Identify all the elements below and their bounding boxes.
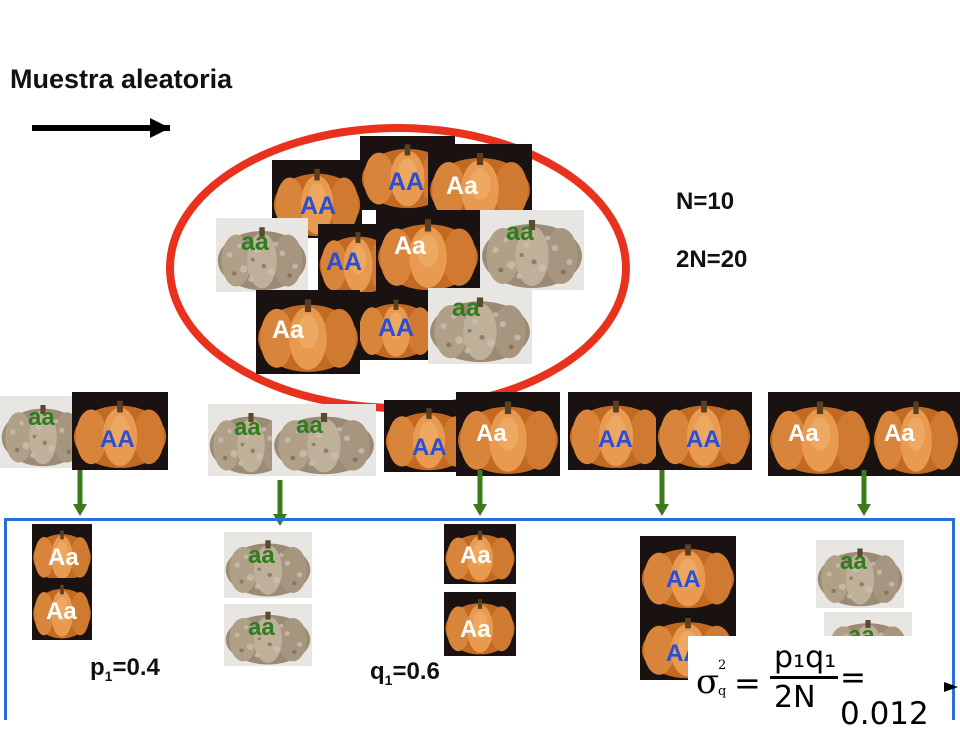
offspring-pumpkin-Aa [444,592,516,656]
arrow-tip-icon [944,682,958,692]
formula-result: = 0.012 [840,660,929,732]
parent-pumpkin-Aa [456,392,560,476]
population-pumpkin-aa [480,210,584,290]
offspring-pumpkin-aa [224,604,312,666]
down-arrow-icon [857,470,871,516]
population-pumpkin-Aa [376,210,480,292]
offspring-pumpkin-aa [816,540,904,608]
fraction-bar [770,676,838,679]
genotype-label: aa [234,414,261,441]
genotype-label: Aa [460,542,491,569]
population-pumpkin-Aa [256,290,360,374]
q-subscript: 1 [384,671,393,688]
genotype-label: Aa [48,544,79,571]
p-value: =0.4 [112,654,160,681]
p-frequency: p1=0.4 [90,654,160,684]
p-subscript: 1 [104,667,113,684]
formula-numerator: p₁q₁ [774,640,837,675]
offspring-pumpkin-Aa [32,578,92,640]
q-symbol: q [370,658,385,685]
population-pumpkin-AA [356,292,436,360]
genotype-label: aa [248,542,275,569]
sample-arrow-icon [32,118,170,138]
down-arrow-icon [473,470,487,516]
down-arrow-icon [655,470,669,516]
parent-pumpkin-aa [0,396,86,468]
parent-pumpkin-AA [656,392,752,470]
gene-copies-label: 2N=20 [676,246,748,273]
offspring-box [4,518,955,720]
genotype-label: Aa [788,420,819,447]
genotype-label: AA [666,566,701,593]
genotype-label: AA [686,426,721,453]
sigma-subscript: q [718,684,727,699]
genotype-label: AA [412,434,447,461]
down-arrow-icon [73,470,87,516]
offspring-pumpkin-Aa [32,524,92,582]
parent-pumpkin-AA [568,392,664,470]
sigma-superscript: 2 [718,658,727,673]
genotype-label: Aa [460,616,491,643]
offspring-pumpkin-aa [224,532,312,598]
offspring-pumpkin-Aa [444,524,516,584]
parent-pumpkin-Aa [768,392,872,476]
genotype-label: AA [598,426,633,453]
variance-formula: σ 2 q = p₁q₁ 2N = 0.012 [688,636,943,732]
genotype-label: aa [28,404,55,431]
genotype-label: Aa [46,598,77,625]
genotype-label: Aa [394,232,426,260]
population-size-label: N=10 [676,188,735,215]
genotype-label: Aa [446,172,478,200]
population-pumpkin-aa [428,288,532,364]
genotype-label: aa [296,412,323,439]
equals-sign: = [734,664,761,702]
q-frequency: q1=0.6 [370,658,440,688]
genotype-label: aa [241,228,269,256]
population-pumpkin-AA [272,160,362,238]
genotype-label: aa [452,294,480,322]
genotype-label: aa [506,218,534,246]
parent-pumpkin-aa [272,404,376,476]
q-value: =0.6 [392,658,440,685]
genotype-label: aa [248,614,275,641]
population-pumpkin-aa [216,218,308,292]
formula-denominator: 2N [774,680,816,715]
genotype-label: AA [300,192,337,220]
genotype-label: Aa [272,316,304,344]
genotype-label: Aa [476,420,507,447]
parent-pumpkin-AA [72,392,168,470]
sigma-symbol: σ [696,662,720,702]
genotype-label: AA [378,314,415,342]
page-title: Muestra aleatoria [10,64,233,94]
genotype-label: AA [388,168,425,196]
genotype-label: Aa [884,420,915,447]
parent-pumpkin-Aa [872,392,960,476]
genotype-label: aa [840,548,867,575]
genotype-label: AA [326,248,363,276]
genotype-label: AA [100,426,135,453]
offspring-pumpkin-AA [640,536,736,610]
p-symbol: p [90,654,105,681]
